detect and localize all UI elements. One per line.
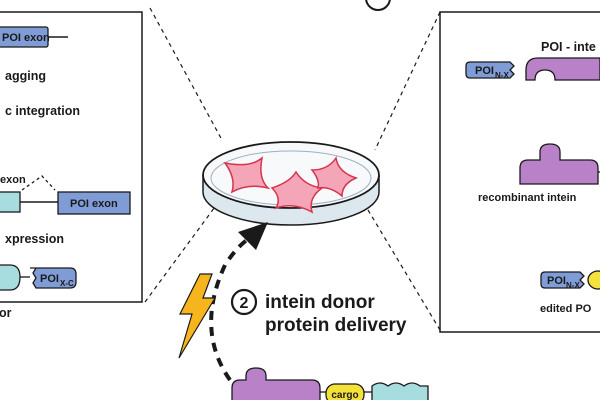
edited-poi-shape: [540, 271, 585, 289]
poi-nx-label: POI: [475, 65, 494, 77]
purple-intein-top: [525, 57, 600, 81]
edited-cargo-shape: [587, 270, 600, 290]
integration-text: c integration: [5, 104, 80, 118]
poi-xc-label: POI: [40, 273, 59, 285]
donor-cyan-intein: [371, 382, 429, 400]
step-2-number: 2: [240, 295, 249, 312]
connector-left-bottom: [144, 199, 221, 303]
exon-fragment-label: exon: [0, 174, 26, 186]
cell-2: [270, 170, 325, 214]
connector-right-top: [374, 11, 441, 151]
poi-exon-top-label: POI exon: [2, 32, 50, 44]
cyan-intein-shape: [0, 264, 21, 291]
step-circle-top: [365, 0, 391, 11]
cell-3: [310, 155, 359, 198]
step-2-circle: [230, 288, 258, 316]
splice-dashed-line: [21, 175, 56, 191]
edited-poi-text: edited PO: [540, 303, 592, 315]
expression-text: xpression: [5, 232, 64, 246]
left-panel-border: [0, 11, 143, 303]
or-text: or: [0, 306, 12, 320]
delivery-arrowhead: [238, 222, 268, 250]
poi-exon-box-bottom: [57, 191, 131, 215]
donor-intein-shape: [231, 367, 321, 400]
left-panel: POI exon agging c integration exon POI e…: [0, 11, 143, 320]
poi-nx-subscript: N-X: [495, 71, 509, 80]
poi-xc-subscript: X-C: [60, 279, 74, 288]
step-2-line1: intein donor: [265, 292, 375, 313]
edited-poi-subscript: N-X: [566, 281, 580, 290]
lightning-icon: [178, 273, 217, 359]
edited-poi-label: POI: [547, 275, 566, 287]
step-2-line2: protein delivery: [265, 315, 407, 336]
right-panel: POI - inte POI N-X recombinant intein PO…: [365, 0, 600, 333]
intein-donor-construct: cargo: [231, 367, 429, 400]
poi-exon-bottom-label: POI exon: [70, 198, 118, 210]
connector-right-bottom: [364, 204, 441, 331]
connector-left-top: [149, 7, 223, 141]
cargo-label: cargo: [331, 390, 358, 400]
delivery-arrow-path: [209, 236, 252, 382]
recombinant-intein-shape: [519, 143, 599, 185]
petri-dish: [202, 141, 380, 226]
cyan-exon-box: [0, 191, 21, 213]
poi-xc-shape: [30, 267, 77, 289]
poi-nx-shape: [465, 61, 515, 79]
recombinant-label: recombinant intein: [478, 192, 577, 204]
zoom-connector-lines: [144, 7, 441, 331]
poi-intein-label: POI - inte: [541, 40, 596, 54]
cargo-shape: [325, 383, 365, 400]
tagging-text: agging: [5, 69, 46, 83]
cell-1: [223, 156, 271, 194]
